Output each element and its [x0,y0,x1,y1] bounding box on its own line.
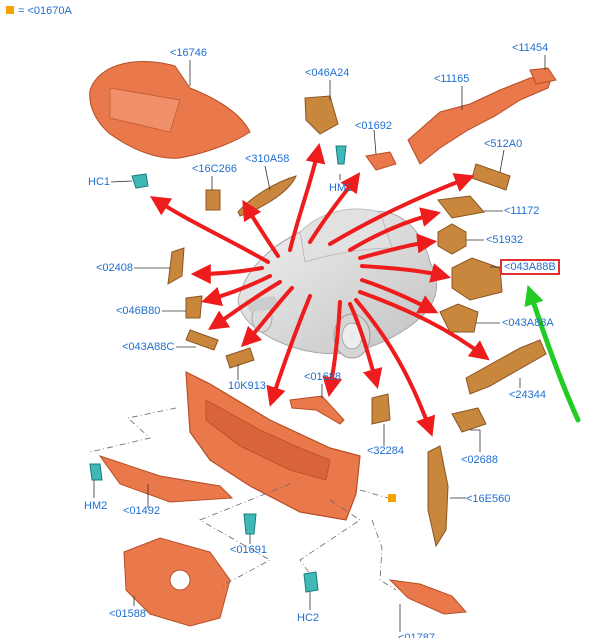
part-hc2-clip [303,571,319,593]
label-hc2[interactable]: HC2 [297,612,320,624]
part-hm1-fastener [335,145,347,165]
label-043a88a[interactable]: <043A88A [502,317,554,329]
label-512a0[interactable]: <512A0 [484,138,523,150]
part-046b80-bracket [185,295,203,319]
label-01692[interactable]: <01692 [355,120,393,132]
label-02688[interactable]: <02688 [461,454,499,466]
label-hc1[interactable]: HC1 [88,176,111,188]
part-046a24-bracket [304,95,339,135]
label-32284[interactable]: <32284 [367,445,405,457]
part-01691-fastener [243,513,257,535]
label-01688[interactable]: <01688 [304,371,342,383]
part-10k913-pad [225,347,255,369]
label-hm2[interactable]: HM2 [84,500,108,512]
legend-text: = <01670A [18,5,72,17]
part-hc1-clip [131,173,149,189]
label-16c266[interactable]: <16C266 [192,163,237,175]
leader-lines [93,55,546,632]
label-10k913[interactable]: 10K913 [228,380,266,392]
part-16e560-bracket [427,445,449,548]
part-hm2-fastener [89,463,103,481]
legend-marker [388,494,396,502]
label-16746[interactable]: <16746 [170,47,208,59]
part-dash-panel [185,370,361,521]
legend-swatch [6,6,14,14]
label-24344[interactable]: <24344 [509,389,547,401]
label-046b80[interactable]: <046B80 [116,305,161,317]
part-043a88c-pad [185,329,219,351]
annotation-arrow [524,284,581,423]
part-16746-underbody-shield [89,61,251,159]
label-043a88b-highlighted[interactable]: <043A88B [500,259,560,275]
label-01588[interactable]: <01588 [109,608,147,620]
part-01688-bracket [289,395,345,425]
label-11165[interactable]: <11165 [434,73,470,85]
part-01787-bracket [388,579,468,615]
part-24344-insulator [465,339,547,395]
label-02408[interactable]: <02408 [96,262,134,274]
label-310a58[interactable]: <310A58 [245,153,290,165]
part-16c266-block [205,189,221,211]
part-51932-pad [437,223,467,255]
label-51932[interactable]: <51932 [486,234,524,246]
label-046a24[interactable]: <046A24 [305,67,350,79]
part-043a88a-insulator [439,303,479,333]
part-11165-heat-shield [407,67,557,165]
part-32284-pad [371,393,391,425]
part-512a0-pad [471,163,511,191]
reference-lines [89,407,397,591]
part-11172-panel [437,195,485,219]
explosion-arrows [149,142,490,437]
label-01691[interactable]: <01691 [230,544,268,556]
label-01492[interactable]: <01492 [123,505,161,517]
part-01692-bracket [365,151,397,171]
legend: = <01670A [6,5,72,17]
label-11454[interactable]: <11454 [512,42,549,54]
label-16e560[interactable]: <16E560 [466,493,511,505]
label-01787-partial[interactable]: <01787 [398,632,436,638]
part-02688-bracket [451,407,487,433]
part-043a88b-insulator [451,257,503,301]
part-01492-rail [98,455,234,503]
label-hm1[interactable]: HM1 [329,182,353,194]
part-02408-bracket [167,247,185,285]
label-11172[interactable]: <11172 [504,205,540,217]
label-043a88c[interactable]: <043A88C [122,341,175,353]
